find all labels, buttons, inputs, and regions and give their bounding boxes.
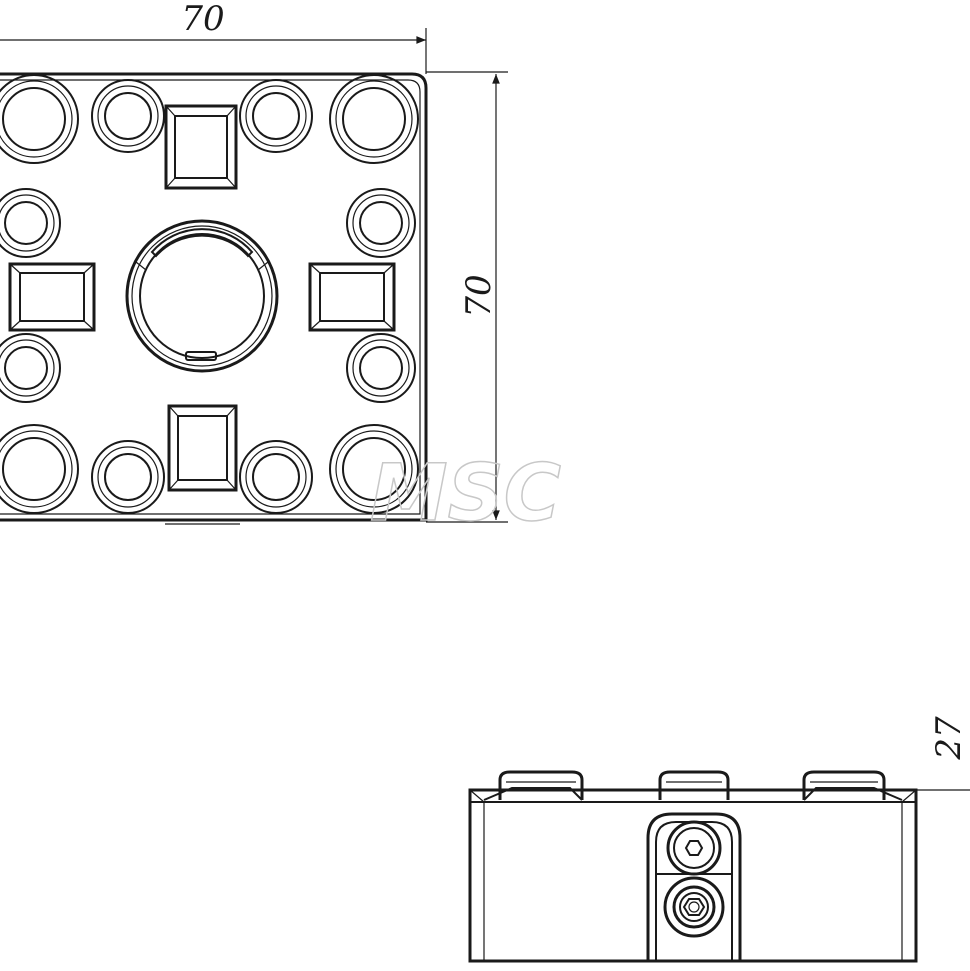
bushing-small-right-2	[346, 333, 416, 403]
side-body	[468, 788, 918, 963]
pad-bottom	[167, 404, 238, 492]
pad-top	[164, 104, 238, 190]
bushing-small-top-1	[91, 79, 165, 153]
bushing-large-bottom-left	[0, 424, 79, 514]
side-height-dimension-label: 27	[929, 716, 969, 761]
plate-outline	[0, 72, 428, 525]
bushing-large-bottom-right	[329, 424, 419, 514]
bushing-small-left-1	[0, 188, 61, 258]
height-dimension-label: 70	[459, 274, 499, 317]
stud-center	[658, 770, 730, 800]
top-view: 70 70	[0, 0, 508, 525]
pad-left	[8, 262, 96, 332]
width-dimension: 70	[0, 0, 427, 74]
watermark-logo: MSC	[370, 449, 561, 539]
pad-right	[308, 262, 396, 332]
adjust-screw	[663, 876, 725, 938]
bushing-large-top-left	[0, 74, 79, 164]
bushing-small-bottom-2	[239, 440, 313, 514]
width-dimension-label: 70	[181, 0, 224, 39]
side-view: 27	[468, 716, 970, 963]
side-height-dimension: 27	[916, 716, 970, 791]
stud-left	[483, 770, 584, 801]
center-bore	[125, 219, 279, 373]
bushing-small-top-2	[239, 79, 313, 153]
hex-screw	[666, 820, 722, 876]
bushing-large-top-right	[329, 74, 419, 164]
stud-right	[802, 770, 903, 801]
bushing-small-left-2	[0, 333, 61, 403]
height-dimension: 70	[426, 71, 508, 523]
bushing-small-bottom-1	[91, 440, 165, 514]
bushing-small-right-1	[346, 188, 416, 258]
